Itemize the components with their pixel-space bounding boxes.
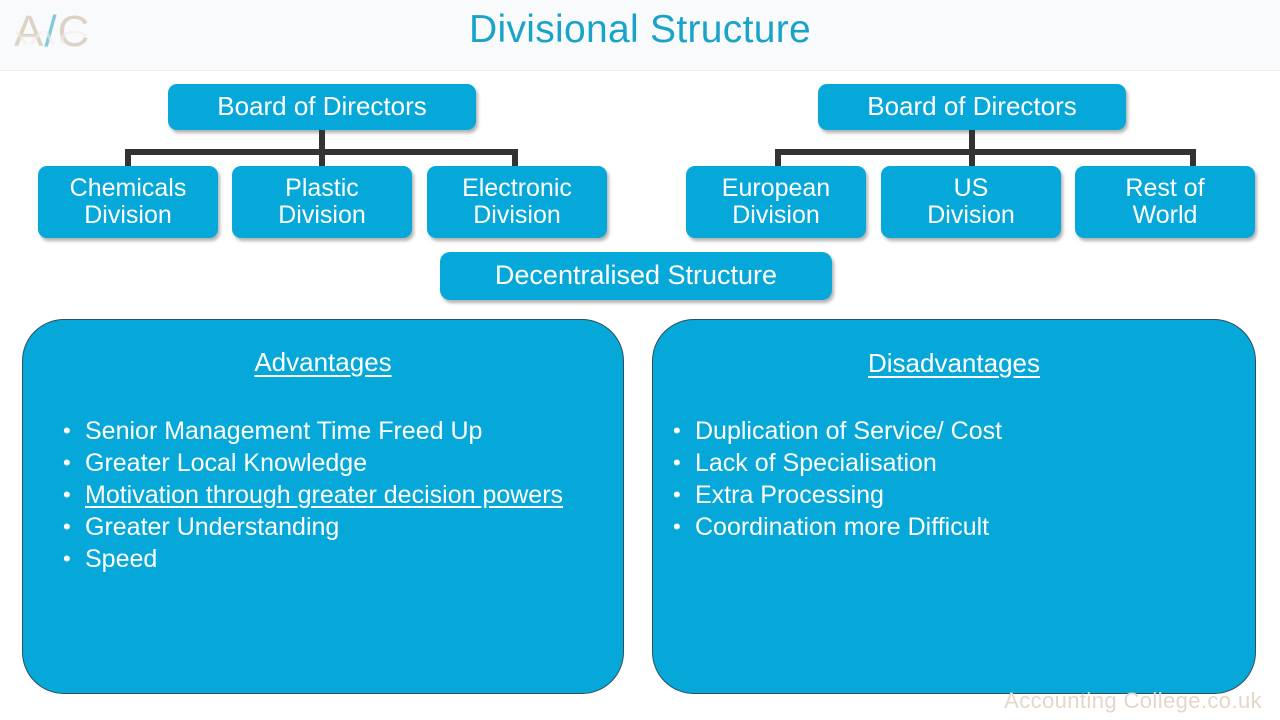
org-node-line-1: US (953, 174, 989, 202)
connector-stem-left (319, 130, 325, 152)
bullet-icon: • (63, 546, 71, 571)
list-item-label: Greater Local Knowledge (85, 449, 368, 477)
bullet-icon: • (63, 418, 71, 443)
page-title: Divisional Structure (469, 8, 811, 51)
org-node-line-2: Division (278, 201, 366, 229)
panel-disadvantages: Disadvantages • Duplication of Service/ … (652, 319, 1256, 694)
connector-drop-left-2 (319, 149, 325, 168)
caption-decentralised-structure[interactable]: Decentralised Structure (440, 252, 832, 300)
list-item: • Speed (43, 543, 623, 575)
list-item-label: Coordination more Difficult (695, 513, 990, 541)
org-node-line-1: Rest of (1125, 174, 1205, 202)
org-node-board-of-directors-left[interactable]: Board of Directors (168, 84, 476, 130)
list-item-label: Extra Processing (695, 481, 884, 509)
disadvantages-list: • Duplication of Service/ Cost • Lack of… (653, 415, 1255, 543)
connector-drop-right-3 (1190, 149, 1196, 168)
connector-drop-right-1 (775, 149, 781, 168)
list-item: • Coordination more Difficult (653, 511, 1255, 543)
bullet-icon: • (673, 418, 681, 443)
bullet-icon: • (63, 450, 71, 475)
org-node-line-1: Plastic (285, 174, 359, 202)
org-node-line-2: World (1132, 201, 1198, 229)
list-item: • Greater Understanding (43, 511, 623, 543)
list-item: • Extra Processing (653, 479, 1255, 511)
bullet-icon: • (63, 514, 71, 539)
org-node-plastic-division[interactable]: Plastic Division (232, 166, 412, 238)
org-node-us-division[interactable]: US Division (881, 166, 1061, 238)
disadvantages-heading: Disadvantages (868, 348, 1040, 378)
connector-drop-right-2 (969, 149, 975, 168)
bullet-icon: • (673, 450, 681, 475)
bullet-icon: • (63, 482, 71, 507)
list-item-label: Senior Management Time Freed Up (85, 417, 483, 445)
list-item-label: Duplication of Service/ Cost (695, 417, 1003, 445)
list-item: • Greater Local Knowledge (43, 447, 623, 479)
logo-letter-a: A (14, 7, 45, 56)
org-node-line-1: Chemicals (69, 174, 187, 202)
list-item-label: Speed (85, 545, 158, 573)
connector-stem-right (969, 130, 975, 152)
org-node-european-division[interactable]: European Division (686, 166, 866, 238)
org-node-line-2: Division (473, 201, 561, 229)
list-item-label: Lack of Specialisation (695, 449, 937, 477)
org-node-line-2: Division (927, 201, 1015, 229)
bullet-icon: • (673, 482, 681, 507)
list-item: • Senior Management Time Freed Up (43, 415, 623, 447)
bullet-icon: • (673, 514, 681, 539)
org-node-chemicals-division[interactable]: Chemicals Division (38, 166, 218, 238)
advantages-heading: Advantages (254, 347, 392, 377)
org-node-line-1: European (721, 174, 831, 202)
connector-bar-right (775, 149, 1196, 155)
list-item-label: Motivation through greater decision powe… (85, 481, 564, 509)
list-item: • Motivation through greater decision po… (43, 479, 623, 511)
header-bar: A/C A/C (0, 0, 1280, 71)
org-node-rest-of-world[interactable]: Rest of World (1075, 166, 1255, 238)
connector-drop-left-1 (125, 149, 131, 168)
org-node-line-2: Division (84, 201, 172, 229)
org-node-line-2: Division (732, 201, 820, 229)
list-item-label: Greater Understanding (85, 513, 340, 541)
panel-advantages: Advantages • Senior Management Time Free… (22, 319, 624, 694)
footer-watermark: Accounting College.co.uk (1004, 688, 1262, 713)
logo-slash: / (44, 7, 58, 56)
connector-drop-left-3 (512, 149, 518, 168)
org-node-electronic-division[interactable]: Electronic Division (427, 166, 607, 238)
org-node-line-1: Electronic (462, 174, 572, 202)
brand-logo-icon: A/C (14, 2, 124, 68)
advantages-list: • Senior Management Time Freed Up • Grea… (23, 415, 623, 575)
list-item: • Lack of Specialisation (653, 447, 1255, 479)
list-item: • Duplication of Service/ Cost (653, 415, 1255, 447)
logo-letter-c: C (57, 7, 91, 56)
org-node-board-of-directors-right[interactable]: Board of Directors (818, 84, 1126, 130)
